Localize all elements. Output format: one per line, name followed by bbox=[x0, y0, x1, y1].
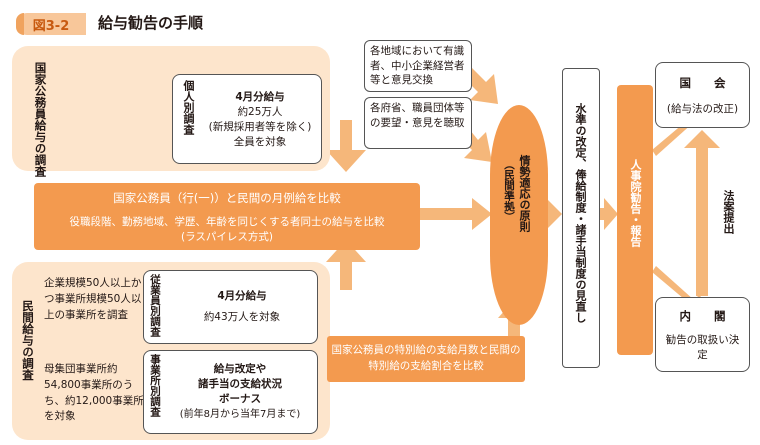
regional-opinion-box: 各地域において有識者、中小企業経営者等と意見交換 bbox=[364, 40, 472, 92]
arrow-private-to-compare bbox=[326, 240, 366, 290]
standards-text: 水準の改定、俸給制度・諸手当制度の見直し bbox=[574, 103, 587, 323]
private-employee-box bbox=[143, 270, 318, 344]
figure-number-badge: 図3-2 bbox=[16, 13, 86, 35]
arrow-standards-to-recommend bbox=[600, 198, 618, 230]
principle-sub: （民間準拠） bbox=[503, 159, 515, 222]
compare-detail: 役職段階、勤務地域、学歴、年齢を同じくする者同士の給与を比較 bbox=[69, 215, 385, 228]
private-establishment-details: 給与改定や 諸手当の支給状況 ボーナス (前年8月から当年7月まで) bbox=[164, 354, 316, 430]
principle-main: 情勢適応の原則 bbox=[518, 155, 531, 232]
private-establishment-detail-1: 給与改定や bbox=[213, 362, 267, 375]
arrow-regional-to-principle bbox=[464, 68, 498, 104]
national-individual-box bbox=[172, 74, 322, 164]
private-establishment-detail-2: 諸手当の支給状況 bbox=[198, 378, 282, 391]
compare-title: 国家公務員（行(一)）と民間の月例給を比較 bbox=[113, 190, 341, 205]
standards-revision-box: 水準の改定、俸給制度・諸手当制度の見直し bbox=[562, 68, 600, 368]
national-survey-details: 4月分給与 約25万人 (新規採用者等を除く) 全員を対象 bbox=[200, 78, 320, 162]
cabinet-box: 内 閣 勧告の取扱い決定 bbox=[655, 297, 750, 372]
figure-badge-accent bbox=[16, 13, 24, 35]
private-establishment-detail-4: (前年8月から当年7月まで) bbox=[179, 408, 301, 420]
arrow-cabinet-to-diet bbox=[684, 130, 720, 296]
recommendation-text: 人事院勧告・報告 bbox=[629, 159, 642, 247]
private-scope-text: 企業規模50人以上かつ事業所規模50人以上の事業所を調査 bbox=[44, 277, 142, 321]
salary-compare-banner: 国家公務員（行(一)）と民間の月例給を比較 役職段階、勤務地域、学歴、年齢を同じ… bbox=[34, 183, 420, 250]
national-detail-3: (新規採用者等を除く) bbox=[208, 121, 312, 133]
cabinet-note: 勧告の取扱い決定 bbox=[665, 333, 740, 361]
private-survey-label: 民間給与の調査 bbox=[21, 300, 35, 381]
bonus-compare-banner: 国家公務員の特別給の支給月数と民間の特別給の支給割合を比較 bbox=[327, 336, 525, 382]
diet-name: 国 会 bbox=[679, 75, 726, 90]
private-employee-detail-2: 約43万人を対象 bbox=[203, 311, 281, 323]
national-detail-1: 4月分給与 bbox=[235, 90, 285, 103]
national-survey-label: 国家公務員給与の調査 bbox=[33, 62, 48, 177]
cabinet-name: 内 閣 bbox=[679, 308, 726, 323]
national-individual-label: 個人別調査 bbox=[182, 80, 195, 135]
diet-note: (給与法の改正) bbox=[666, 102, 739, 115]
arrow-national-to-compare bbox=[326, 120, 366, 172]
private-employee-label: 従業員別調査 bbox=[149, 274, 161, 337]
private-establishment-detail-3: ボーナス bbox=[219, 393, 261, 406]
private-employee-detail-1: 4月分給与 bbox=[217, 289, 267, 302]
national-detail-4: 全員を対象 bbox=[233, 136, 287, 149]
arrow-principle-to-standards bbox=[546, 198, 562, 230]
bill-submission-label: 法案提出 bbox=[722, 190, 735, 234]
private-employee-details: 4月分給与 約43万人を対象 bbox=[172, 274, 312, 340]
private-establishment-label: 事業所別調査 bbox=[149, 354, 161, 417]
private-establishment-box bbox=[143, 350, 318, 434]
arrow-compare-to-principle bbox=[420, 198, 492, 230]
adaptation-principle: 情勢適応の原則 （民間準拠） bbox=[490, 105, 548, 325]
private-count-text: 母集団事業所約54,800事業所のうち、約12,000事業所を対象 bbox=[44, 363, 144, 423]
compare-method: (ラスパイレス方式) bbox=[181, 230, 273, 243]
diet-box: 国 会 (給与法の改正) bbox=[655, 62, 750, 128]
national-detail-2: 約25万人 bbox=[237, 105, 283, 118]
figure-number: 図3-2 bbox=[32, 18, 70, 34]
npa-recommendation-box: 人事院勧告・報告 bbox=[617, 85, 653, 355]
ministries-opinion-box: 各府省、職員団体等の要望・意見を聴取 bbox=[364, 97, 472, 149]
figure-title: 給与勧告の手順 bbox=[98, 14, 204, 32]
